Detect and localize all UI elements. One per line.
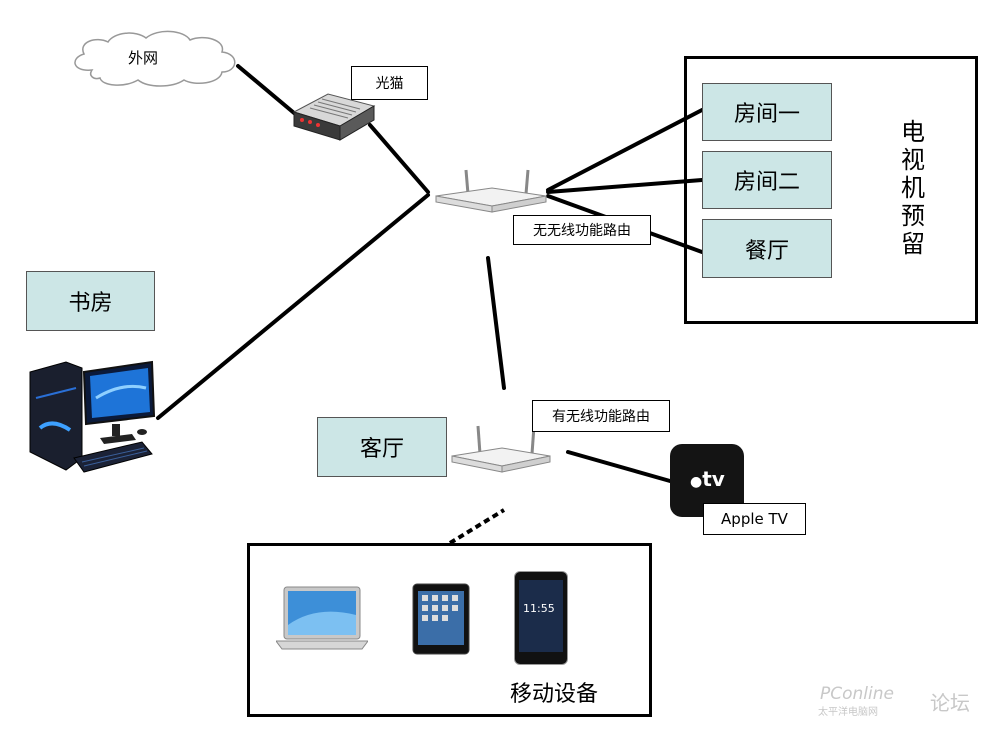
internet-label: 外网	[128, 49, 159, 67]
line-internet-modem	[236, 64, 302, 120]
smartphone-icon: 11:55	[514, 571, 568, 665]
mobile-devices-label: 移动设备	[510, 682, 599, 707]
apple-logo-icon: ●	[690, 474, 703, 490]
modem-label: 光猫	[351, 66, 428, 100]
line-router-pc	[156, 193, 430, 420]
modem-icon	[292, 93, 376, 141]
line-wifirouter-mobile	[448, 508, 506, 545]
watermark-sub: 太平洋电脑网	[818, 707, 878, 718]
line-wifirouter-appletv	[566, 450, 672, 483]
router-no-wifi-label: 无无线功能路由	[513, 215, 651, 245]
phone-time: 11:55	[523, 602, 555, 615]
tv-reserved-label: 电视机预留	[901, 118, 925, 258]
desktop-pc-icon	[29, 360, 156, 473]
watermark-forum: 论坛	[930, 691, 970, 715]
internet-cloud-icon	[74, 30, 236, 87]
mobile-devices-frame	[247, 543, 652, 717]
living-room-box: 客厅	[317, 417, 447, 477]
study-box: 书房	[26, 271, 155, 331]
room2-box: 房间二	[702, 151, 832, 209]
router-no-wifi-icon	[435, 169, 547, 213]
line-router-room1	[546, 108, 704, 192]
apple-tv-logo-text: tv	[702, 467, 725, 491]
line-router-room2	[546, 178, 704, 194]
dining-box: 餐厅	[702, 219, 832, 278]
tv-reserved-frame	[684, 56, 978, 324]
router-wifi-label: 有无线功能路由	[532, 400, 670, 432]
apple-tv-label: Apple TV	[703, 503, 806, 535]
tablet-icon	[412, 583, 470, 655]
line-router-wifirouter	[486, 256, 506, 390]
watermark-brand: PConline	[820, 684, 894, 704]
laptop-icon	[276, 586, 368, 650]
line-modem-router	[368, 123, 430, 194]
room1-box: 房间一	[702, 83, 832, 141]
